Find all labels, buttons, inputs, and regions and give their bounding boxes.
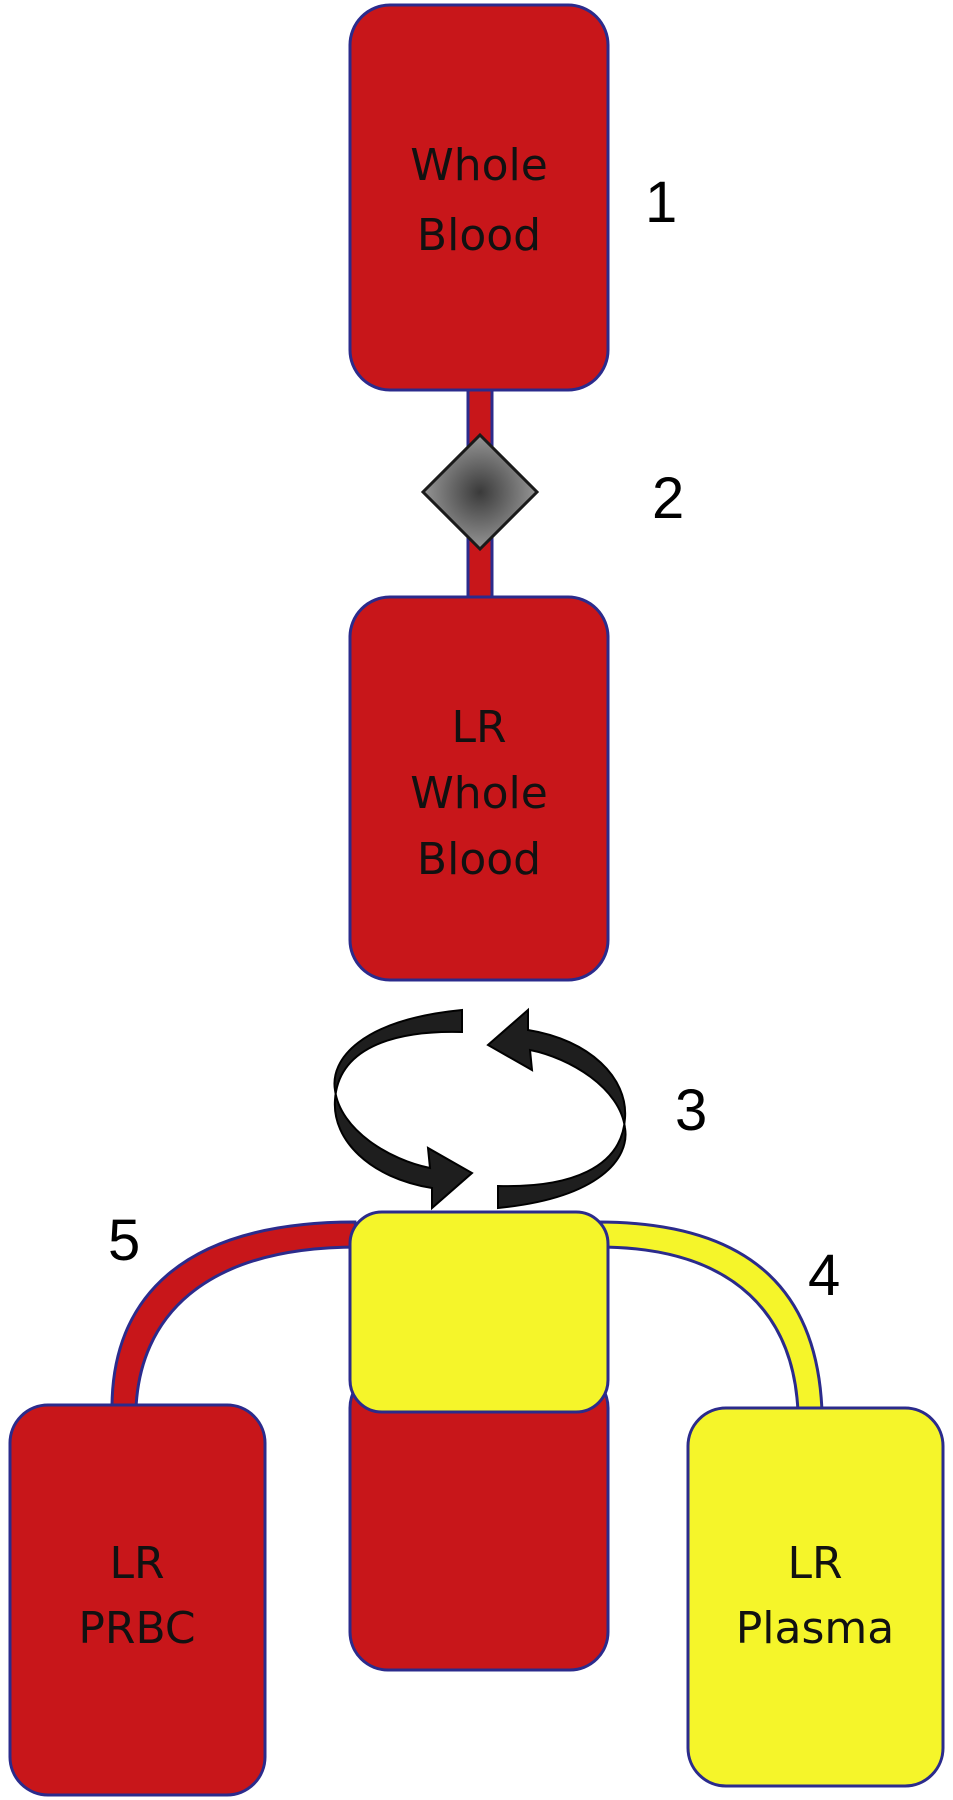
lr-plasma-label-line1: LR: [787, 1538, 842, 1589]
lr-prbc-label-line2: PRBC: [78, 1603, 195, 1654]
lr-prbc-label-line1: LR: [109, 1538, 164, 1589]
step-5-label: 5: [108, 1208, 140, 1273]
lr-plasma-bag: LR Plasma: [686, 1406, 945, 1788]
whole-blood-label-line1: Whole: [410, 140, 548, 191]
lr-whole-blood-label-line3: Blood: [417, 834, 541, 885]
whole-blood-bag: Whole Blood: [348, 3, 610, 392]
plasma-tube: [596, 1220, 824, 1414]
step-1-label: 1: [645, 170, 677, 235]
lr-plasma-label-line2: Plasma: [736, 1603, 894, 1654]
prbc-tube: [110, 1220, 360, 1410]
centrifuged-bag: [348, 1210, 610, 1672]
leukoreduction-filter-icon: [420, 432, 540, 552]
plasma-layer: [348, 1210, 610, 1414]
lr-whole-blood-label-line1: LR: [451, 702, 506, 753]
step-3-label: 3: [675, 1078, 707, 1143]
step-2-label: 2: [652, 466, 684, 531]
centrifuge-rotation-icon: [333, 1007, 627, 1211]
lr-whole-blood-label-line2: Whole: [410, 768, 548, 819]
whole-blood-label-line2: Blood: [417, 210, 541, 261]
step-4-label: 4: [808, 1243, 840, 1308]
lr-whole-blood-bag: LR Whole Blood: [348, 595, 610, 982]
lr-prbc-bag: LR PRBC: [8, 1403, 267, 1797]
